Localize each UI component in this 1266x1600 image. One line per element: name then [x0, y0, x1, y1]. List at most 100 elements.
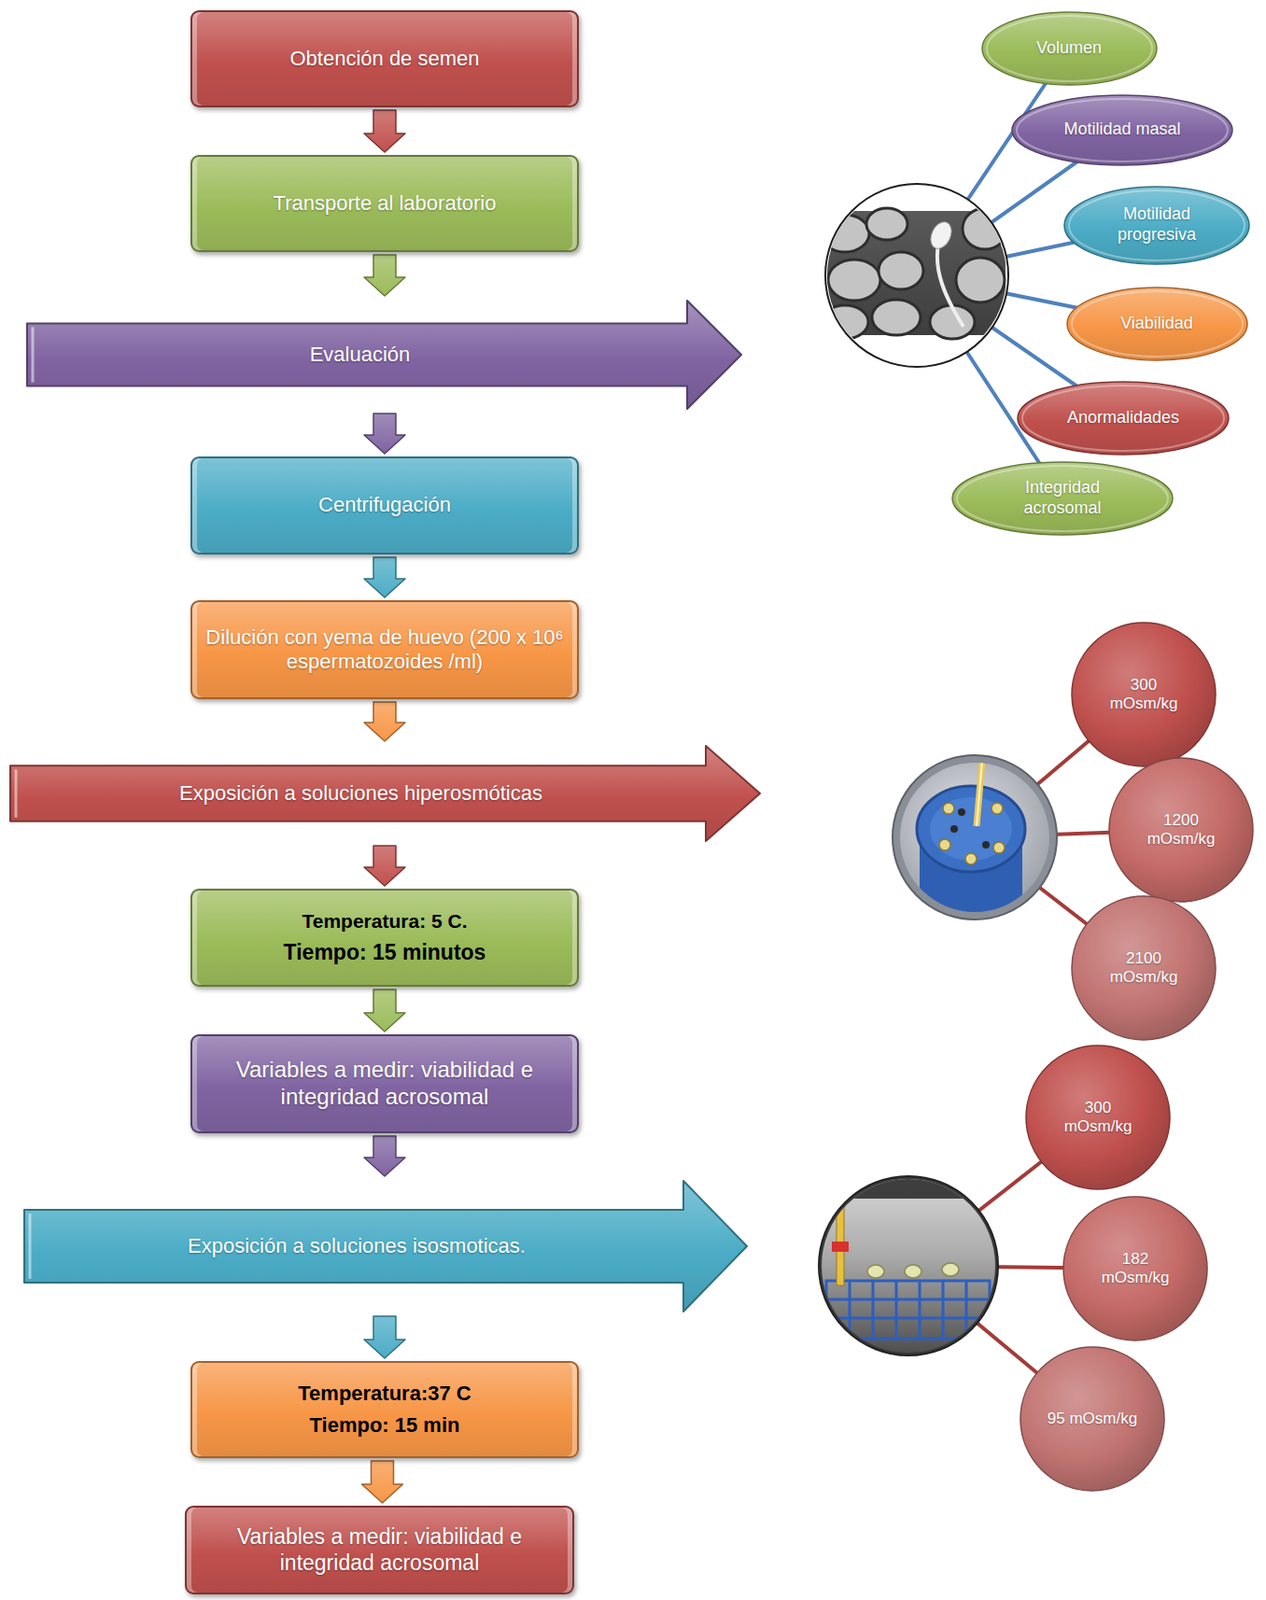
text-area: Temperatura:37 CTiempo: 15 min [192, 1363, 577, 1457]
node-label: 182 mOsm/kg [1088, 1250, 1182, 1289]
rack-bar [848, 1280, 852, 1339]
node-label: Anormalidades [1067, 407, 1180, 429]
sperm-micrograph [820, 183, 1009, 367]
text-group: Anormalidades [1067, 407, 1180, 429]
text-group: Dilución con yema de huevo (200 x 10⁶ es… [203, 625, 566, 676]
blob [956, 257, 1005, 303]
ellipse-highlight [986, 15, 1153, 82]
tube-cap [942, 1263, 959, 1277]
tube-cap [993, 842, 1005, 854]
condition-text: Temperatura:37 C [297, 1381, 471, 1407]
text-group: Motilidad masal [1063, 119, 1181, 141]
node-label: Viabilidad [1120, 313, 1194, 335]
rack-bar [965, 1280, 969, 1339]
text-group: 1200 mOsm/kg [1134, 811, 1228, 850]
flow-arrow [364, 557, 406, 598]
text-group: Temperatura:37 CTiempo: 15 min [297, 1381, 471, 1439]
step-arrow: Evaluación [25, 298, 744, 411]
text-group: 182 mOsm/kg [1088, 1250, 1182, 1289]
node-label: 300 mOsm/kg [1097, 675, 1191, 715]
text-area: Motilidad masal [1010, 93, 1235, 168]
flow-arrow [364, 254, 406, 296]
ellipse-shape [1067, 287, 1248, 361]
node-label: Exposición a soluciones hiperosmóticas [179, 781, 543, 806]
thermometer-clip [831, 1241, 849, 1252]
process-box: Obtención de semen [190, 10, 579, 108]
text-area: 2100 mOsm/kg [1069, 894, 1218, 1042]
node-label: Centrifugación [318, 492, 451, 518]
text-group: Volumen [1036, 38, 1102, 59]
text-area: 95 mOsm/kg [1018, 1345, 1167, 1493]
container-top [916, 786, 1026, 873]
node-label: Exposición a soluciones isosmoticas. [187, 1234, 526, 1259]
rack-bar [872, 1280, 875, 1339]
arrow-shape [24, 1181, 747, 1312]
text-area: Integridad acrosomal [950, 460, 1175, 537]
rack-bar [942, 1280, 945, 1339]
node-label: Motilidad progresiva [1086, 204, 1227, 245]
circle-shape [1071, 896, 1216, 1041]
tube-holes [950, 808, 990, 849]
osmolality-circle: 300 mOsm/kg [1024, 1043, 1172, 1192]
flow-arrow [364, 702, 406, 742]
node-label: Variables a medir: viabilidad e integrid… [197, 1524, 562, 1576]
circle-shape [1020, 1347, 1165, 1492]
circle-shape [1026, 1045, 1170, 1190]
node-label: 300 mOsm/kg [1051, 1098, 1145, 1138]
flow-arrow [362, 1461, 404, 1504]
text-group: Variables a medir: viabilidad e integrid… [203, 1056, 566, 1112]
probe [976, 760, 983, 827]
text-group: 2100 mOsm/kg [1097, 949, 1191, 988]
text-area: Variables a medir: viabilidad e integrid… [192, 1036, 577, 1132]
blob [866, 208, 908, 240]
blob [828, 259, 881, 301]
flow-arrow [364, 413, 406, 454]
osmolality-circle: 1200 mOsm/kg [1107, 756, 1255, 904]
tube-caps [867, 1263, 959, 1279]
osmolality-circle: 95 mOsm/kg [1018, 1345, 1167, 1493]
text-group: Obtención de semen [289, 46, 479, 71]
text-group: Centrifugación [318, 492, 451, 518]
tube-hole [950, 825, 958, 833]
text-area: Obtención de semen [192, 12, 577, 106]
flow-arrow [364, 1316, 406, 1359]
tube-caps [939, 802, 1005, 865]
node-label: 1200 mOsm/kg [1134, 811, 1228, 850]
text-group: Transporte al laboratorio [273, 191, 497, 216]
flow-arrow [364, 845, 406, 887]
ellipse-shape [982, 12, 1157, 85]
tube-rack [826, 1280, 990, 1339]
ellipse-shape [1064, 186, 1250, 265]
arrow-bevel [14, 769, 18, 817]
node-label: Volumen [1036, 38, 1102, 59]
parameter-ellipse: Viabilidad [1065, 285, 1250, 363]
text-group: Motilidad progresiva [1086, 204, 1227, 245]
tube-cap [991, 802, 1003, 815]
parameter-ellipse: Volumen [980, 10, 1159, 87]
flow-arrow [364, 1136, 406, 1177]
osmolality-circle: 182 mOsm/kg [1061, 1195, 1210, 1343]
ellipse-highlight [956, 465, 1168, 532]
ellipse-highlight [1022, 385, 1224, 451]
node-label: Evaluación [309, 342, 411, 367]
condition-text: Temperatura: 5 C. [283, 909, 487, 933]
circle-shape [1109, 758, 1253, 902]
tube-cap [965, 853, 977, 865]
circle-shape [1063, 1196, 1208, 1341]
text-area: Anormalidades [1015, 379, 1231, 457]
photo-content [896, 760, 1055, 925]
text-area: 300 mOsm/kg [1069, 620, 1218, 769]
arrow-shape [10, 745, 760, 842]
blob [872, 299, 921, 336]
photo-content [816, 1176, 1004, 1359]
text-group: Integridad acrosomal [992, 478, 1133, 519]
text-area: Centrifugación [192, 458, 577, 553]
water-bath-photo [816, 1176, 1004, 1359]
node-label: Dilución con yema de huevo (200 x 10⁶ es… [203, 625, 566, 676]
text-group: 300 mOsm/kg [1097, 675, 1191, 715]
flow-arrow [364, 110, 406, 153]
arrow-bevel [28, 1213, 32, 1280]
node-label: 95 mOsm/kg [1047, 1409, 1138, 1429]
rack-frame [826, 1280, 990, 1339]
text-area: Evaluación [25, 298, 744, 411]
